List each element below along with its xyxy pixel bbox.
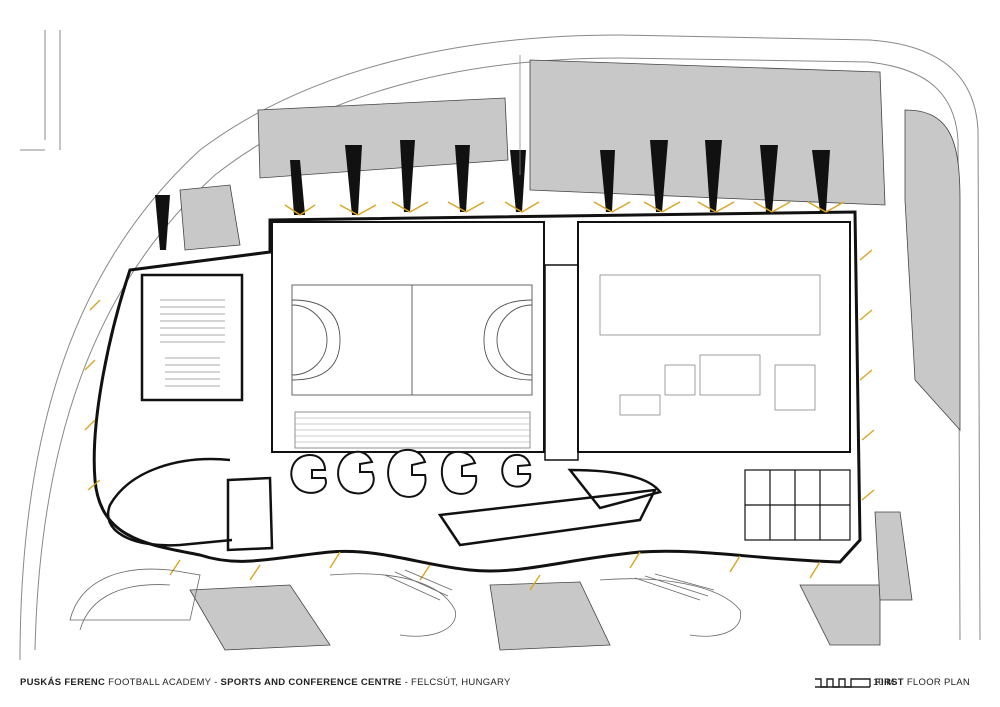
project-name-bold: PUSKÁS FERENC	[20, 677, 106, 688]
changing-rooms	[744, 469, 851, 541]
project-location: - FELCSÚT, HUNGARY	[404, 677, 511, 688]
meeting-pods	[290, 448, 532, 498]
plan-title: FIRST FLOOR PLAN	[875, 677, 970, 688]
scale-bar	[815, 678, 871, 688]
paved-areas	[179, 59, 961, 651]
lobby-walls	[106, 457, 663, 552]
fitness-hall	[544, 221, 851, 461]
building-envelope	[92, 210, 862, 573]
project-subject: SPORTS AND CONFERENCE CENTRE	[220, 677, 402, 688]
plan-title-rest: FLOOR PLAN	[906, 677, 970, 688]
title-block: PUSKÁS FERENC FOOTBALL ACADEMY - SPORTS …	[20, 677, 511, 688]
sports-hall	[271, 221, 545, 453]
north-structural-fins	[155, 140, 830, 250]
auditorium	[140, 273, 244, 402]
structure-branches	[84, 201, 875, 591]
project-name-rest: FOOTBALL ACADEMY -	[108, 677, 218, 688]
scale-label: 10 M	[873, 677, 895, 688]
south-terraces	[69, 568, 741, 637]
plan-title-bold: FIRST	[874, 677, 904, 688]
